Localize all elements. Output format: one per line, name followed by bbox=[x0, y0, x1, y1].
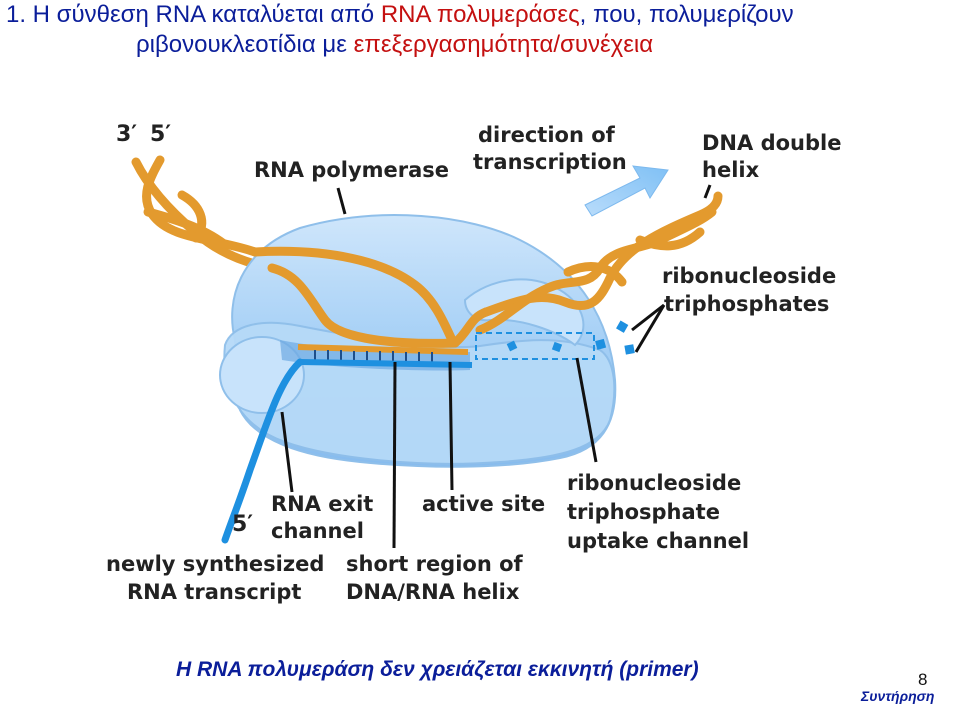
label-direction-line2: transcription bbox=[473, 150, 627, 174]
label-newly-line1: newly synthesized bbox=[106, 552, 325, 576]
leader-lines bbox=[280, 184, 712, 549]
title-line-2: ριβονουκλεοτίδια με επεξεργασημότητα/συν… bbox=[6, 30, 956, 60]
label-uptake-line3: uptake channel bbox=[567, 529, 750, 553]
rna-strand-hybrid bbox=[299, 359, 473, 368]
section-link[interactable]: Συντήρηση bbox=[861, 688, 935, 704]
title-line-1: 1. Η σύνθεση RNA καταλύεται από RNA πολυ… bbox=[6, 0, 956, 30]
label-5-prime-bottom: 5′ bbox=[232, 512, 254, 537]
title-rest: , που, πολυμερίζουν bbox=[579, 1, 794, 28]
label-dna-helix-line2: helix bbox=[702, 158, 760, 182]
dna-exit-strands bbox=[475, 191, 723, 335]
dna-rna-hybrid bbox=[297, 344, 473, 368]
label-dna-helix-line1: DNA double bbox=[702, 131, 842, 155]
dna-entry-strands bbox=[131, 155, 277, 273]
label-short-line1: short region of bbox=[346, 552, 523, 576]
label-active-site: active site bbox=[422, 492, 546, 516]
label-uptake-line2: triphosphate bbox=[567, 500, 720, 524]
label-ribonucleoside-line2: triphosphates bbox=[664, 292, 830, 316]
uptake-channel-box bbox=[475, 332, 595, 360]
label-direction-line1: direction of bbox=[478, 123, 615, 147]
label-rna-polymerase: RNA polymerase bbox=[254, 158, 450, 182]
label-rna-exit-line2: channel bbox=[271, 519, 364, 543]
label-5-prime-top: 5′ bbox=[150, 122, 172, 147]
ntp-molecules bbox=[506, 320, 635, 355]
title-prefix: 1. Η σύνθεση RNA καταλύεται από bbox=[6, 1, 381, 28]
direction-arrow bbox=[584, 165, 669, 217]
title-line2-part1: ριβονουκλεοτίδια με bbox=[136, 31, 354, 58]
label-short-line2: DNA/RNA helix bbox=[346, 580, 520, 604]
page-number: 8 bbox=[918, 670, 928, 689]
title-line2-part2: επεξεργασημότητα/συνέχεια bbox=[353, 31, 654, 58]
slide-title: 1. Η σύνθεση RNA καταλύεται από RNA πολυ… bbox=[6, 0, 956, 60]
label-uptake-line1: ribonucleoside bbox=[567, 471, 742, 495]
rna-transcript bbox=[221, 358, 304, 544]
label-newly-line2: RNA transcript bbox=[127, 580, 302, 604]
caption: Η RNA πολυμεράση δεν χρειάζεται εκκινητή… bbox=[176, 658, 699, 681]
label-rna-exit-line1: RNA exit bbox=[271, 492, 374, 516]
title-highlight: RNA πολυμεράσες bbox=[380, 1, 580, 28]
label-3-prime: 3′ bbox=[116, 122, 138, 147]
label-ribonucleoside-line1: ribonucleoside bbox=[662, 264, 837, 288]
